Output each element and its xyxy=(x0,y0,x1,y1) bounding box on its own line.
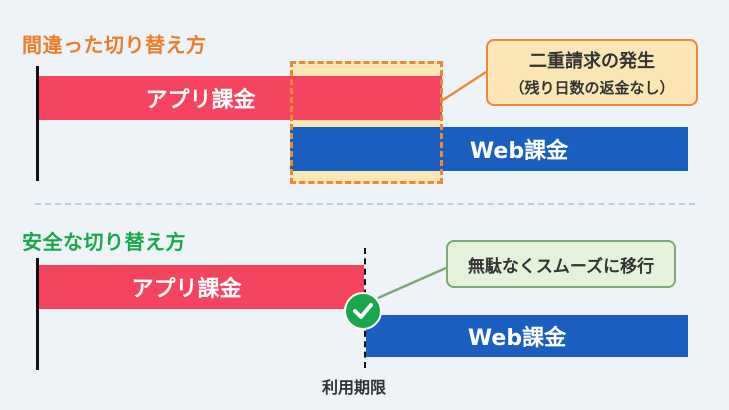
deadline-label: 利用期限 xyxy=(322,378,387,397)
double-billing-note: （残り日数の返金なし） xyxy=(509,79,675,97)
wrong-heading: 間違った切り替え方 xyxy=(22,33,207,57)
safe-app-bar-label: アプリ課金 xyxy=(131,277,242,302)
section-divider xyxy=(35,203,695,205)
double-billing-title: 二重請求の発生 xyxy=(529,51,655,72)
wrong-app-bar-label: アプリ課金 xyxy=(145,88,256,113)
safe-web-bar-label: Web課金 xyxy=(467,326,567,351)
wrong-web-bar: Web課金 xyxy=(290,127,688,171)
checkmark-icon xyxy=(344,292,382,330)
wrong-web-bar-label: Web課金 xyxy=(469,139,569,164)
safe-web-bar: Web課金 xyxy=(366,315,688,357)
wrong-app-bar: アプリ課金 xyxy=(39,76,442,120)
smooth-transition-title: 無駄なくスムーズに移行 xyxy=(467,256,655,277)
overlap-border xyxy=(290,61,443,184)
wrong-start-line xyxy=(36,66,39,181)
double-billing-callout: 二重請求の発生 （残り日数の返金なし） xyxy=(486,39,698,106)
safe-start-line xyxy=(36,258,39,370)
smooth-transition-callout: 無駄なくスムーズに移行 xyxy=(446,240,676,288)
safe-app-bar: アプリ課金 xyxy=(39,265,364,309)
safe-heading: 安全な切り替え方 xyxy=(22,230,186,254)
